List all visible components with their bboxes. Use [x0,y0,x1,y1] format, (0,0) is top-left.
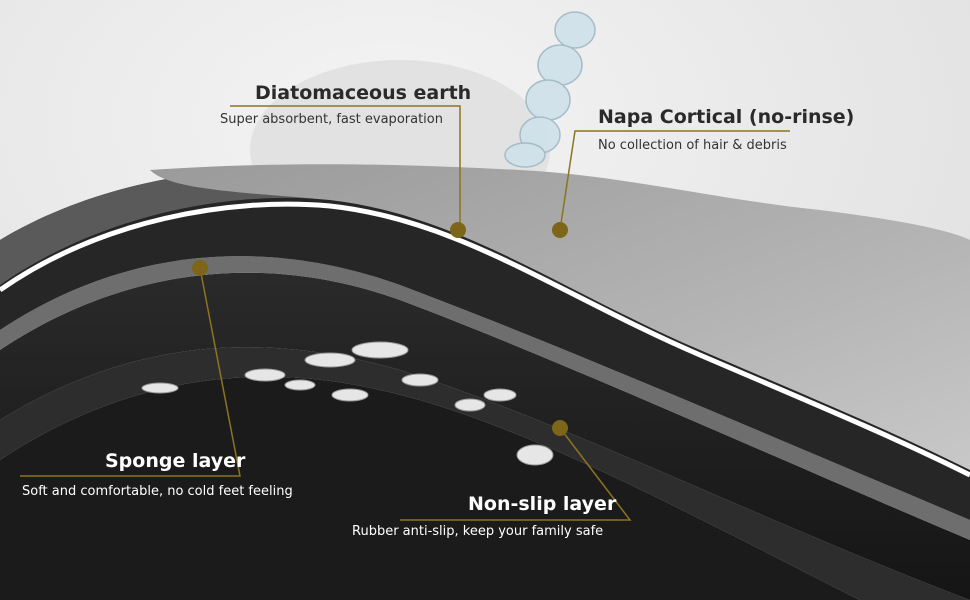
diatomaceous-marker-dot [450,222,466,238]
sponge-title: Sponge layer [105,450,246,472]
nonslip-subtitle: Rubber anti-slip, keep your family safe [352,524,604,539]
water-drops [504,11,596,168]
non-slip-layer [0,376,860,600]
sponge-subtitle: Soft and comfortable, no cold feet feeli… [22,484,293,499]
nonslip-marker-dot [552,420,568,436]
sponge-layer [0,272,970,600]
napa-title: Napa Cortical (no-rinse) [598,106,855,128]
diatomaceous-title: Diatomaceous earth [255,82,472,104]
sponge-marker-dot [192,260,208,276]
napa-cortical-layer [150,164,970,470]
napa-marker-dot [552,222,568,238]
napa-subtitle: No collection of hair & debris [598,138,787,153]
nonslip-title: Non-slip layer [468,493,617,515]
diatomaceous-subtitle: Super absorbent, fast evaporation [220,112,443,127]
leader-lines [20,105,790,521]
water-beads [141,341,554,466]
